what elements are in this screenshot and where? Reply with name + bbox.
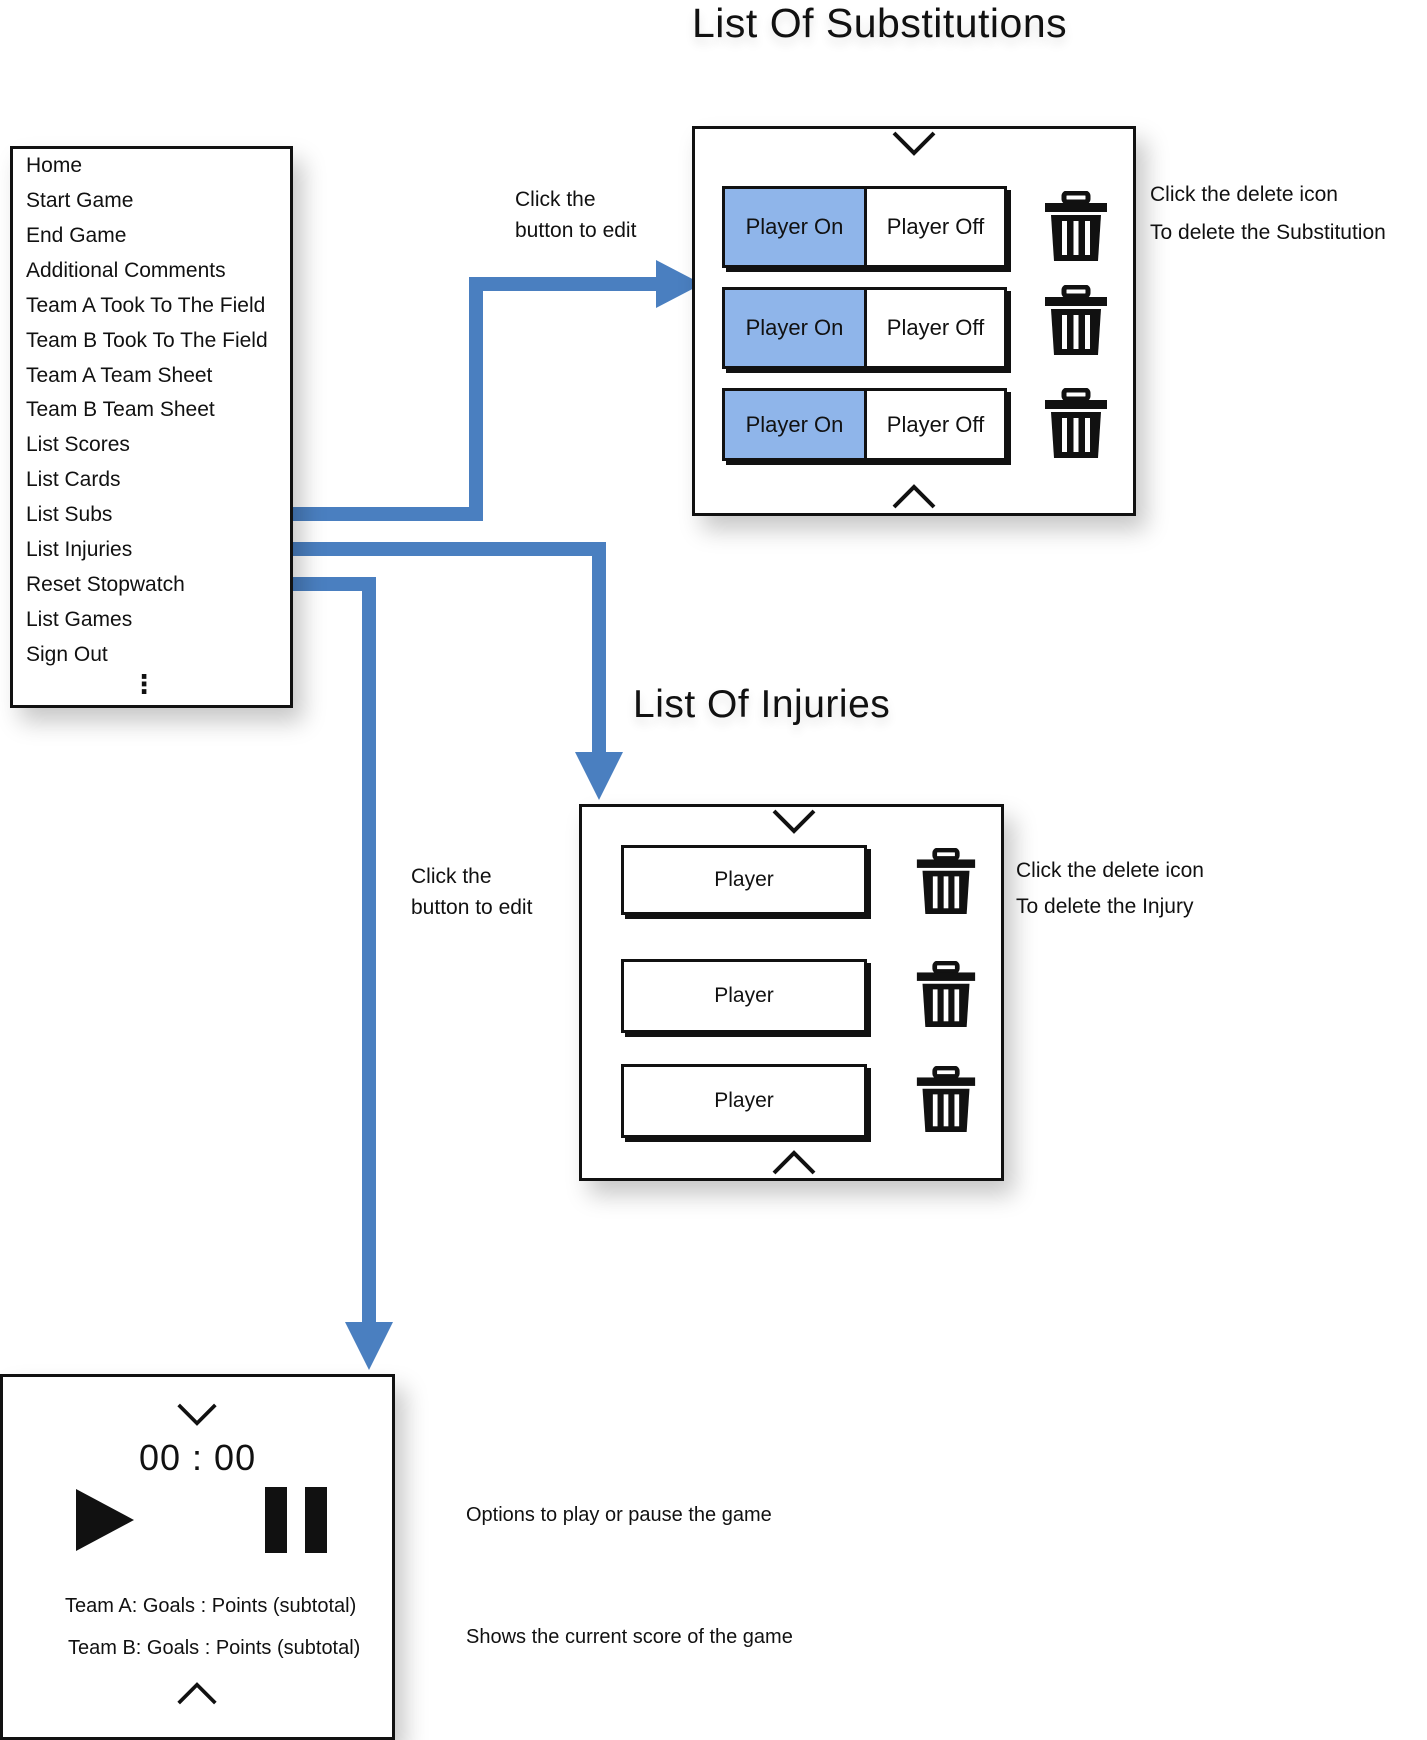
menu-item-list-injuries[interactable]: List Injuries (26, 538, 133, 561)
player-on-button[interactable]: Player On (725, 189, 867, 265)
menu-item-list-subs[interactable]: List Subs (26, 503, 113, 526)
trash-icon[interactable] (1043, 388, 1109, 460)
stopwatch-play-note: Options to play or pause the game (466, 1504, 772, 1526)
arrowhead-injuries (575, 752, 623, 800)
player-on-button[interactable]: Player On (725, 290, 867, 366)
subs-edit-note: Click the button to edit (515, 184, 636, 246)
trash-icon[interactable] (915, 1066, 977, 1134)
player-off-button[interactable]: Player Off (867, 290, 1004, 366)
trash-icon[interactable] (1043, 285, 1109, 357)
menu-item-list-scores[interactable]: List Scores (26, 433, 130, 456)
player-on-button[interactable]: Player On (725, 391, 867, 458)
menu-item-list-games[interactable]: List Games (26, 608, 133, 631)
chevron-down-icon[interactable] (890, 129, 938, 159)
player-button[interactable]: Player (621, 959, 867, 1033)
menu-item-start-game[interactable]: Start Game (26, 189, 134, 212)
arrow-list-injuries (156, 542, 606, 758)
substitutions-title: List Of Substitutions (692, 0, 1068, 46)
note-line: Click the (411, 865, 492, 888)
menu-item-reset-stopwatch[interactable]: Reset Stopwatch (26, 573, 185, 596)
player-button[interactable]: Player (621, 845, 867, 915)
chevron-up-icon[interactable] (890, 481, 938, 511)
arrowhead-stopwatch (345, 1322, 393, 1370)
player-button[interactable]: Player (621, 1064, 867, 1138)
substitutions-panel: Player On Player Off Player On Player Of… (692, 126, 1136, 516)
menu-item-team-b-took-to-the-field[interactable]: Team B Took To The Field (26, 329, 268, 352)
substitution-row[interactable]: Player On Player Off (722, 388, 1007, 461)
chevron-up-icon[interactable] (175, 1679, 219, 1707)
team-b-score: Team B: Goals : Points (subtotal) (68, 1637, 361, 1659)
chevron-down-icon[interactable] (770, 807, 818, 837)
chevron-down-icon[interactable] (175, 1401, 219, 1429)
stopwatch-panel: 00 : 00 Team A: Goals : Points (subtotal… (0, 1374, 395, 1740)
injuries-title: List Of Injuries (633, 683, 891, 726)
menu-item-list-cards[interactable]: List Cards (26, 468, 121, 491)
menu-item-end-game[interactable]: End Game (26, 224, 127, 247)
note-line: Click the (515, 188, 596, 211)
menu-item-additional-comments[interactable]: Additional Comments (26, 259, 226, 282)
stopwatch-timer: 00 : 00 (139, 1437, 257, 1478)
player-off-button[interactable]: Player Off (867, 189, 1004, 265)
more-vertical-icon[interactable]: ⋮ (131, 669, 157, 699)
menu-item-team-b-team-sheet[interactable]: Team B Team Sheet (26, 398, 215, 421)
menu-item-home[interactable]: Home (26, 154, 83, 177)
arrowhead-subs (656, 260, 702, 308)
trash-icon[interactable] (1043, 191, 1109, 263)
substitution-row[interactable]: Player On Player Off (722, 287, 1007, 369)
note-line: Click the delete icon (1150, 183, 1338, 206)
subs-delete-note: Click the delete icon To delete the Subs… (1150, 176, 1386, 252)
team-a-score: Team A: Goals : Points (subtotal) (65, 1595, 357, 1617)
stopwatch-score-note: Shows the current score of the game (466, 1626, 793, 1648)
note-line: To delete the Substitution (1150, 221, 1386, 244)
injuries-delete-note: Click the delete icon To delete the Inju… (1016, 853, 1204, 925)
trash-icon[interactable] (915, 848, 977, 916)
trash-icon[interactable] (915, 961, 977, 1029)
note-line: button to edit (411, 896, 533, 919)
pause-icon[interactable] (265, 1487, 329, 1553)
note-line: Click the delete icon (1016, 859, 1204, 882)
injuries-panel: Player Player Player (579, 804, 1004, 1181)
substitution-row[interactable]: Player On Player Off (722, 186, 1007, 268)
injuries-edit-note: Click the button to edit (411, 861, 532, 923)
menu-item-team-a-team-sheet[interactable]: Team A Team Sheet (26, 364, 213, 387)
note-line: To delete the Injury (1016, 895, 1194, 918)
menu-item-team-a-took-to-the-field[interactable]: Team A Took To The Field (26, 294, 266, 317)
menu-item-sign-out[interactable]: Sign Out (26, 643, 108, 666)
side-menu: Home Start Game End Game Additional Comm… (10, 146, 293, 708)
arrow-list-subs (136, 277, 660, 521)
chevron-up-icon[interactable] (770, 1147, 818, 1177)
note-line: button to edit (515, 219, 637, 242)
player-off-button[interactable]: Player Off (867, 391, 1004, 458)
play-icon[interactable] (74, 1487, 136, 1553)
